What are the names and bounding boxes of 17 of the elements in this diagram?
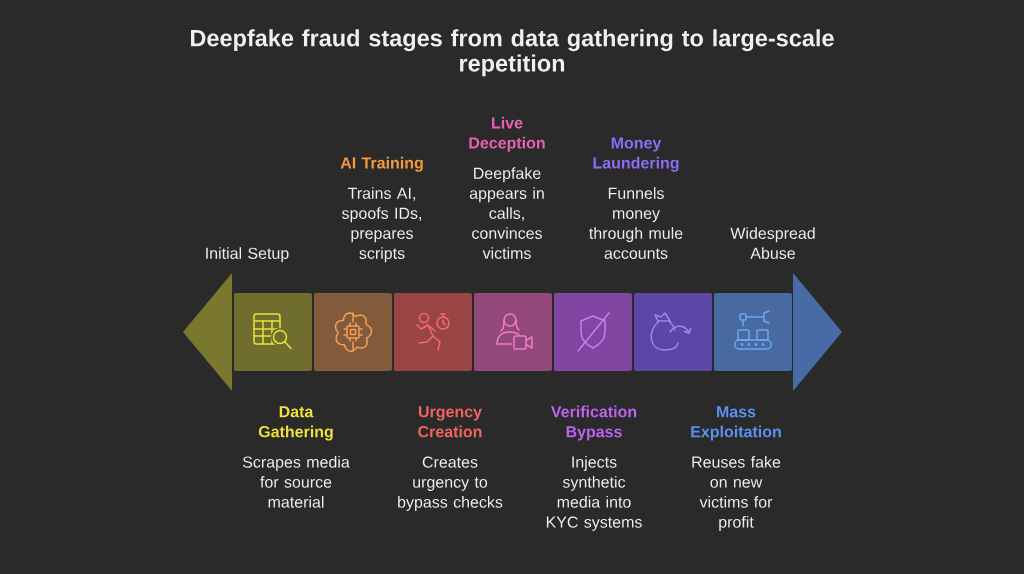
stage-description: Creates urgency to bypass checks [398, 456, 503, 511]
end-label: Initial Setup [206, 247, 289, 263]
stage-description: Trains AI, spoofs IDs, prepares scripts [342, 187, 421, 263]
title: Deepfake fraud stages from data gathering to large-scale repetition [191, 29, 834, 77]
stage-description: Funnels money through mule accounts [589, 187, 683, 259]
stage-description: Scrapes media for source material [242, 456, 350, 508]
stage-heading: Mass Exploitation [691, 406, 781, 441]
stage-heading: Verification Bypass [551, 405, 637, 441]
stage-heading: Live Deception [469, 116, 545, 152]
stage-heading: Urgency Creation [418, 406, 482, 438]
stage-heading: AI Training [340, 156, 423, 172]
stage-description: Reuses fake on new victims for profit [692, 456, 781, 531]
stage-heading: Data Gathering [258, 406, 333, 441]
stage-heading: Money Laundering [593, 137, 679, 172]
stage-description: Deepfake appears in calls, convinces victims [469, 167, 544, 259]
stage-description: Injects synthetic media into KYC systems [546, 456, 642, 531]
end-label: Widespread Abuse [730, 227, 815, 259]
